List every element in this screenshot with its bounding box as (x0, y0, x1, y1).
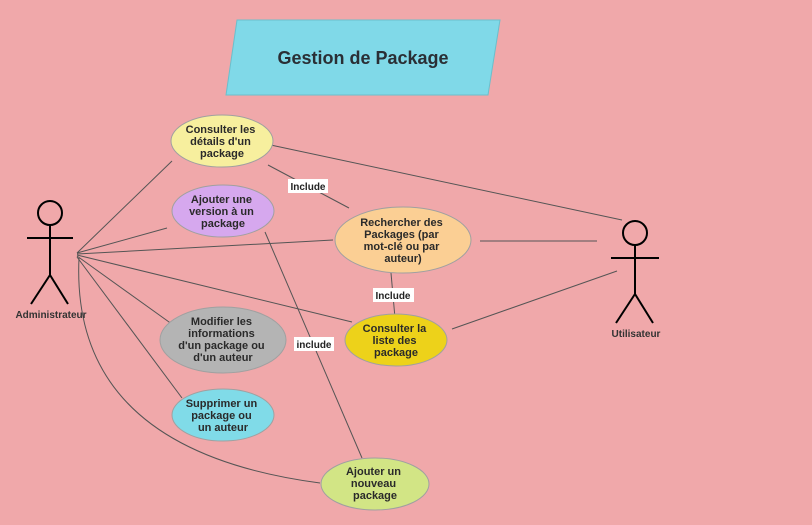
use-case-supprimer[interactable]: Supprimer un package ou un auteur (171, 388, 275, 442)
svg-text:Modifier les information: Modifier les informations d'un package o… (178, 316, 267, 364)
svg-text:Ajouter une version à un: Ajouter une version à un package (189, 194, 257, 230)
diagram-title: Gestion de Package (277, 48, 448, 68)
svg-text:Consulter les détails d': Consulter les détails d'un package (186, 124, 259, 160)
include-relationships (264, 164, 396, 459)
svg-text:Ajouter un nouveau: Ajouter un nouveau package (346, 466, 404, 502)
actor-utilisateur[interactable]: Utilisateur (611, 220, 661, 340)
use-case-consulter-details[interactable]: Consulter les détails d'un package (170, 114, 274, 168)
use-case-modifier[interactable]: Modifier les informations d'un package o… (159, 306, 287, 374)
include-label-1: Include (288, 179, 328, 193)
svg-text:Rechercher des Packages: Rechercher des Packages (par mot-clé ou … (360, 217, 446, 265)
actor-label: Utilisateur (612, 329, 661, 340)
stick-figure-icon (27, 200, 73, 305)
include-label-2: Include (373, 288, 414, 302)
actor-label: Administrateur (15, 310, 86, 321)
svg-text:Consulter la liste des: Consulter la liste des package (363, 323, 430, 359)
use-case-ajouter-nouveau[interactable]: Ajouter un nouveau package (320, 457, 430, 511)
svg-text:Supprimer un package ou: Supprimer un package ou un auteur (186, 398, 261, 434)
svg-text:Include: Include (290, 182, 325, 193)
admin-associations (76, 160, 353, 484)
use-case-consulter-liste[interactable]: Consulter la liste des package (344, 313, 448, 367)
use-case-rechercher[interactable]: Rechercher des Packages (par mot-clé ou … (334, 206, 472, 274)
svg-text:Include: Include (375, 291, 410, 302)
svg-text:include: include (296, 340, 331, 351)
use-case-ajouter-version[interactable]: Ajouter une version à un package (171, 184, 275, 238)
actor-administrateur[interactable]: Administrateur (15, 200, 87, 321)
include-label-3: include (294, 337, 334, 351)
title-box: Gestion de Package (225, 19, 501, 96)
stick-figure-icon (611, 220, 659, 324)
user-associations (265, 143, 623, 330)
